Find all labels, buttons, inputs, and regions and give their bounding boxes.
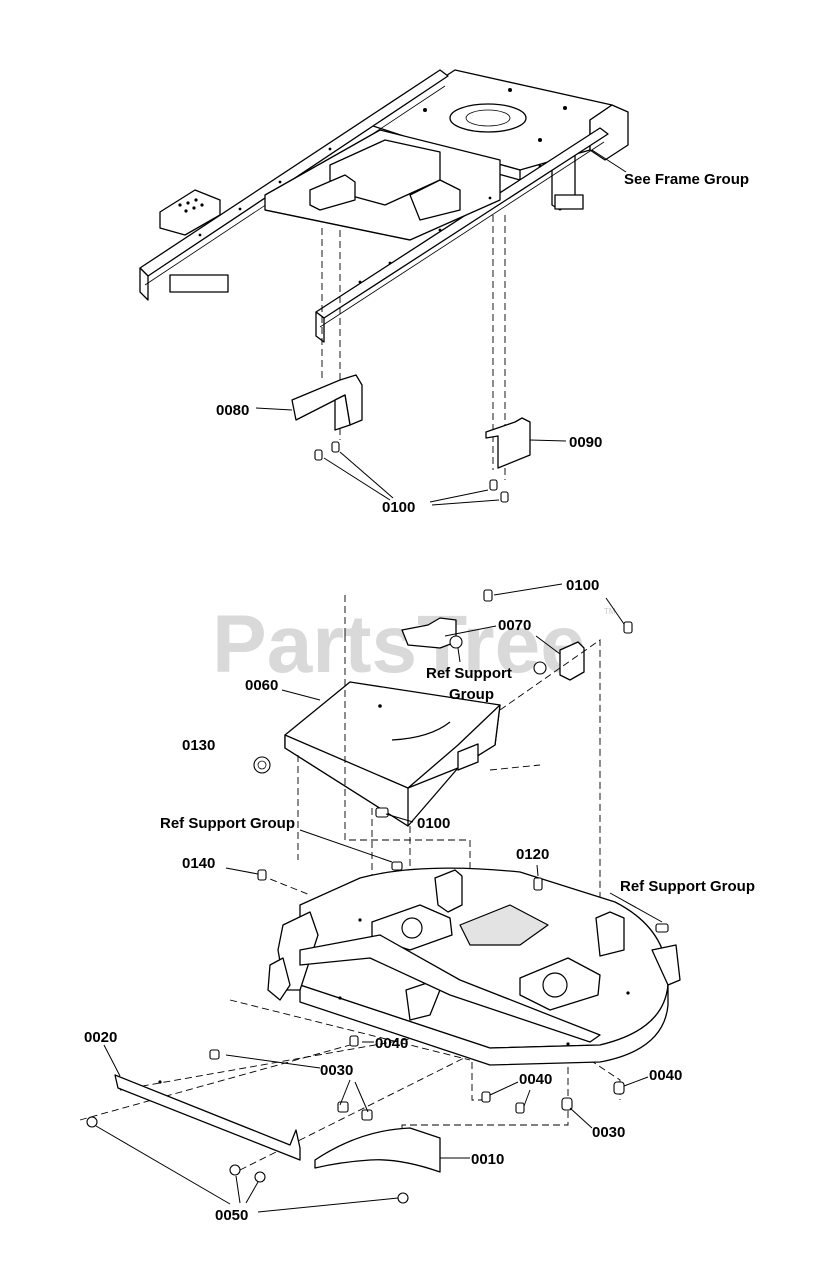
label-0040-b: 0040	[519, 1071, 552, 1088]
label-ref-support-group-2: Ref Support Group	[160, 815, 295, 832]
leader-lines	[95, 149, 663, 1213]
label-0040-c: 0040	[649, 1067, 682, 1084]
label-0030-b: 0030	[592, 1124, 625, 1141]
label-ref-support-group-3: Ref Support Group	[620, 878, 755, 895]
label-ref-support-group-1-line2: Group	[449, 686, 494, 703]
label-0100-mid: 0100	[417, 815, 450, 832]
part-0020-bar	[103, 1044, 301, 1161]
label-0090: 0090	[569, 434, 602, 451]
frame-assembly	[139, 69, 629, 343]
deck-hardware	[86, 756, 669, 1204]
label-0030-a: 0030	[320, 1062, 353, 1079]
mower-deck	[267, 867, 681, 1066]
watermark: PartsTree	[212, 599, 586, 690]
label-0040-a: 0040	[375, 1035, 408, 1052]
label-0060: 0060	[245, 677, 278, 694]
label-0010: 0010	[471, 1151, 504, 1168]
part-labels: See Frame Group 0080 0090 0100 0100 0070…	[84, 171, 755, 1224]
watermark-trademark: TM	[604, 607, 616, 616]
label-0120: 0120	[516, 846, 549, 863]
label-0140: 0140	[182, 855, 215, 872]
bolts-0100-top	[314, 441, 509, 506]
label-0070: 0070	[498, 617, 531, 634]
label-see-frame-group: See Frame Group	[624, 171, 749, 188]
label-0050: 0050	[215, 1207, 248, 1224]
part-0060-shield	[281, 681, 501, 827]
part-0090-bracket	[485, 417, 567, 469]
part-0070-brackets	[401, 583, 633, 681]
label-ref-support-group-1-line1: Ref Support	[426, 665, 512, 682]
label-0100-top: 0100	[382, 499, 415, 516]
part-0080-bracket	[255, 374, 363, 431]
label-0100-upper: 0100	[566, 577, 599, 594]
label-0080: 0080	[216, 402, 249, 419]
part-0010-bar	[314, 1127, 470, 1173]
label-0020: 0020	[84, 1029, 117, 1046]
label-0130: 0130	[182, 737, 215, 754]
